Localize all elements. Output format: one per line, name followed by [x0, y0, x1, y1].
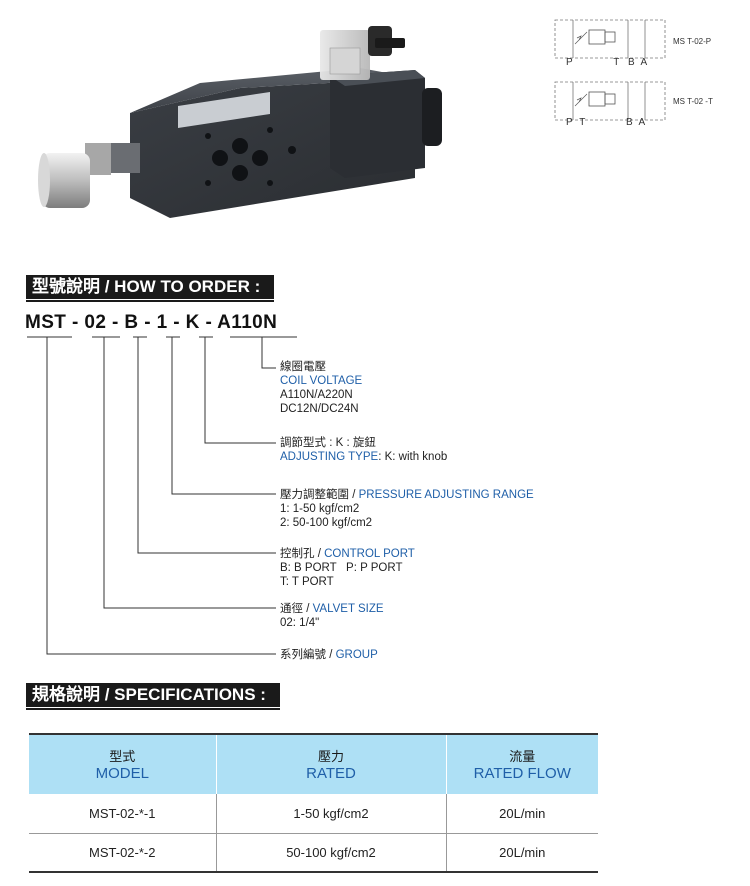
legend-valve-size-zh: 通徑 / — [280, 603, 313, 615]
legend-adjusting-type-value: : K: with knob — [378, 451, 448, 463]
symbol-1-ports: P T B A — [566, 57, 647, 68]
port-p: P — [566, 117, 573, 128]
symbol-1-label: MS T-02-P — [673, 37, 712, 46]
column-header-flow-en: RATED FLOW — [473, 764, 571, 782]
valve-product-image — [38, 26, 442, 218]
port-t: T — [613, 57, 620, 68]
column-header-flow-zh: 流量 — [509, 748, 536, 764]
hydraulic-symbol-p — [554, 19, 666, 59]
model-code: MST - 02 - B - 1 - K - A110N — [25, 312, 278, 333]
legend-control-port-t: T: T PORT — [280, 576, 334, 588]
legend-coil-voltage-zh: 線圈電壓 — [280, 361, 326, 373]
port-a: A — [640, 57, 648, 68]
column-header-rated-zh: 壓力 — [317, 748, 344, 764]
port-a: A — [638, 117, 646, 128]
legend-control-port-bp: B: B PORT P: P PORT — [280, 562, 403, 574]
port-b: B — [626, 117, 633, 128]
port-t: T — [579, 117, 586, 128]
legend-valve-size-02: 02: 1/4" — [280, 617, 320, 629]
legend-coil-voltage: 線圈電壓 COIL VOLTAGE A110N/A220N DC12N/DC24… — [280, 360, 362, 416]
legend-pressure-range: 壓力調整範圍 / PRESSURE ADJUSTING RANGE 1: 1-5… — [280, 488, 534, 530]
column-header-rated: 壓力 RATED — [216, 734, 447, 794]
table-row: MST-02-*-2 50-100 kgf/cm2 20L/min — [29, 833, 598, 873]
legend-valve-size: 通徑 / VALVET SIZE 02: 1/4" — [280, 602, 384, 630]
legend-pressure-range-en: PRESSURE ADJUSTING RANGE — [358, 489, 534, 501]
hydraulic-symbol-t — [554, 81, 666, 121]
table-header-row: 型式 MODEL 壓力 RATED 流量 RATED FLOW — [29, 734, 598, 794]
how-to-order-header: 型號說明 / HOW TO ORDER : — [26, 275, 274, 302]
legend-pressure-range-1: 1: 1-50 kgf/cm2 — [280, 503, 360, 515]
port-p: P — [566, 57, 573, 68]
column-header-flow: 流量 RATED FLOW — [446, 734, 598, 794]
symbol-2-label: MS T-02 -T — [673, 97, 713, 106]
specifications-table: 型式 MODEL 壓力 RATED 流量 RATED FLOW MST-02-*… — [29, 733, 598, 873]
legend-coil-voltage-dc: DC12N/DC24N — [280, 403, 359, 415]
legend-control-port-zh: 控制孔 / — [280, 548, 325, 560]
column-header-model-en: MODEL — [95, 764, 149, 782]
legend-coil-voltage-ac: A110N/A220N — [280, 389, 353, 401]
specifications-header: 規格說明 / SPECIFICATIONS : — [26, 683, 280, 710]
legend-adjusting-type-en: ADJUSTING TYPE — [280, 451, 379, 463]
cell-flow: 20L/min — [446, 794, 598, 834]
legend-pressure-range-2: 2: 50-100 kgf/cm2 — [280, 517, 373, 529]
cell-model: MST-02-*-2 — [29, 833, 217, 873]
symbol-2-ports: P T B A — [566, 117, 645, 128]
column-header-model: 型式 MODEL — [29, 734, 217, 794]
port-b: B — [628, 57, 635, 68]
cell-model: MST-02-*-1 — [29, 794, 217, 834]
legend-group: 系列編號 / GROUP — [280, 648, 378, 662]
legend-group-zh: 系列編號 / — [280, 649, 336, 661]
legend-coil-voltage-en: COIL VOLTAGE — [280, 375, 363, 387]
cell-rated: 1-50 kgf/cm2 — [216, 794, 447, 834]
legend-pressure-range-zh: 壓力調整範圍 / — [280, 489, 359, 501]
legend-control-port: 控制孔 / CONTROL PORT B: B PORT P: P PORT T… — [280, 547, 415, 589]
column-header-rated-en: RATED — [306, 764, 356, 782]
legend-adjusting-type-zh: 調節型式 : K : 旋鈕 — [280, 437, 376, 449]
legend-control-port-en: CONTROL PORT — [324, 548, 415, 560]
column-header-model-zh: 型式 — [109, 748, 136, 764]
legend-group-en: GROUP — [335, 649, 378, 661]
legend-adjusting-type: 調節型式 : K : 旋鈕 ADJUSTING TYPE: K: with kn… — [280, 436, 447, 464]
table-row: MST-02-*-1 1-50 kgf/cm2 20L/min — [29, 794, 598, 834]
legend-valve-size-en: VALVET SIZE — [312, 603, 384, 615]
cell-rated: 50-100 kgf/cm2 — [216, 833, 447, 873]
cell-flow: 20L/min — [446, 833, 598, 873]
